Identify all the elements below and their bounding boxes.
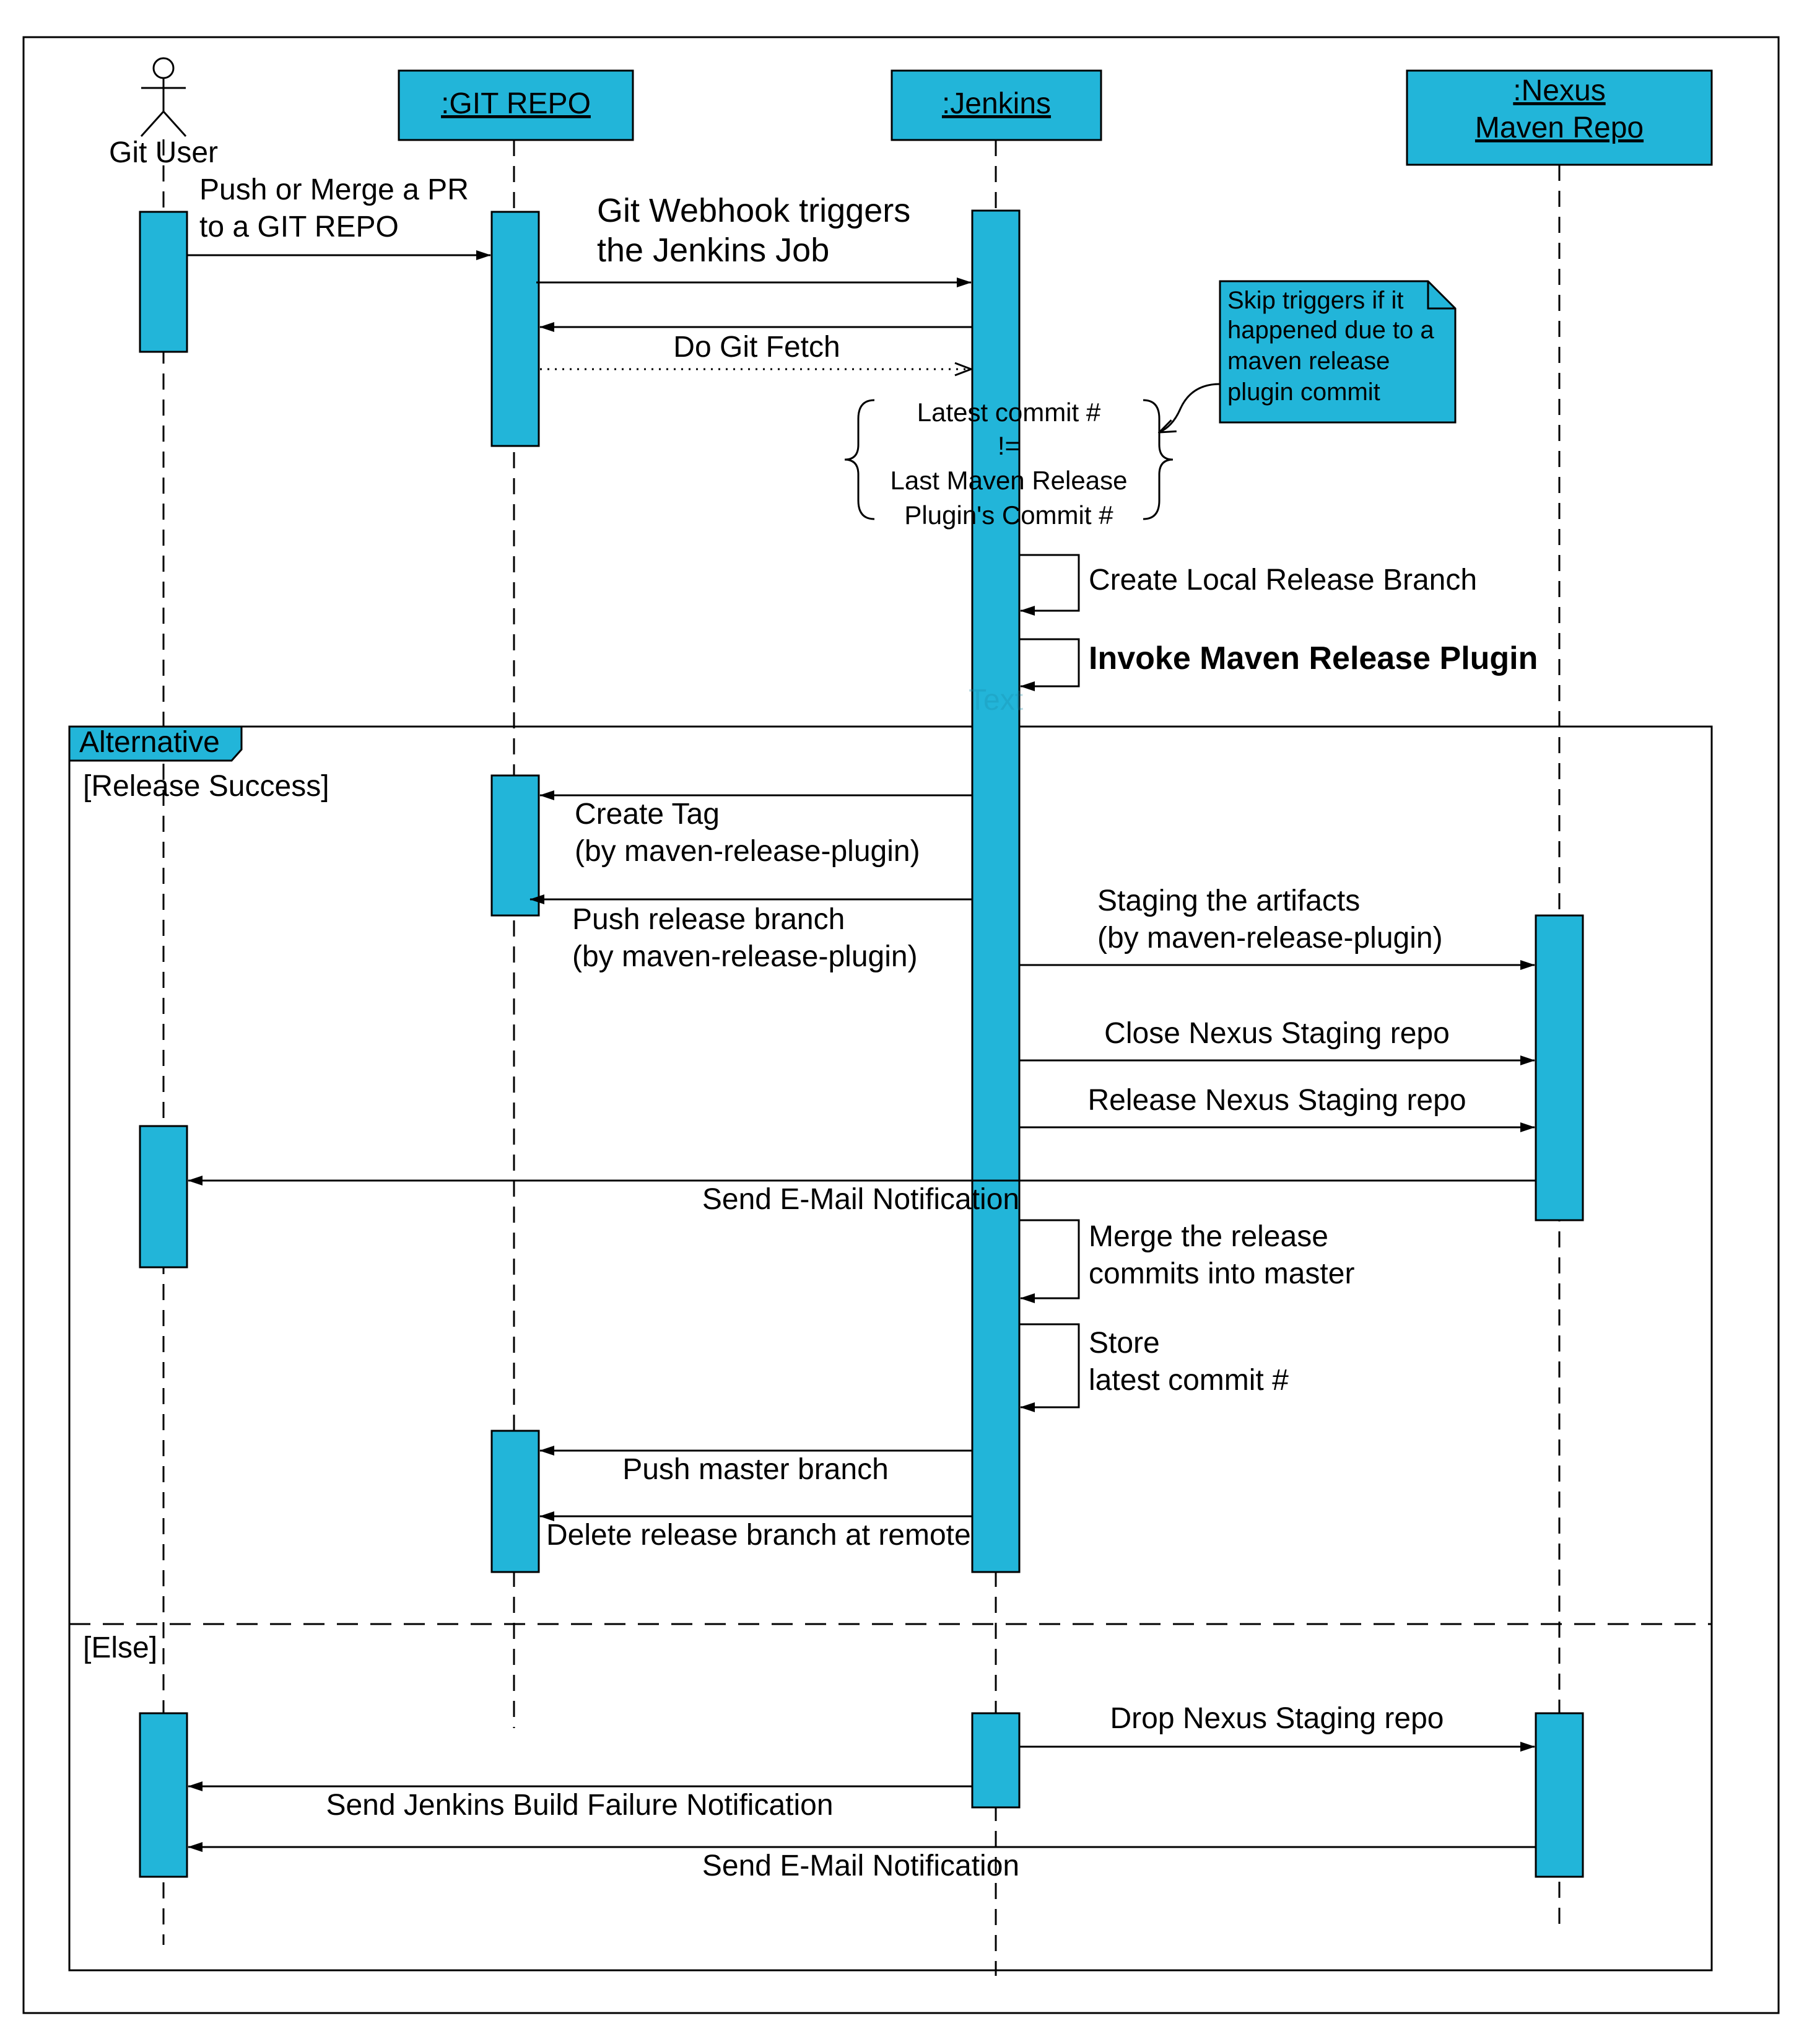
self-message-arrow (1019, 1323, 1080, 1412)
message-label-line1: Staging the artifacts (1097, 884, 1360, 917)
condition-line3: Last Maven Release (891, 466, 1128, 495)
message-label-line2: (by maven-release-plugin) (575, 835, 920, 868)
participant-title-line2: Maven Repo (1475, 111, 1644, 144)
alt-fragment-frame (68, 725, 1713, 1972)
message-create-tag: Create Tag (by maven-release-plugin) (539, 790, 972, 868)
message-label: Do Git Fetch (673, 331, 840, 364)
participant-title: :GIT REPO (441, 87, 591, 120)
message-label: Send E-Mail Notification (702, 1183, 1019, 1216)
guard-release-success: [Release Success] (83, 770, 329, 803)
participant-git-user[interactable]: Git User (109, 57, 218, 169)
message-push-master: Push master branch (539, 1446, 972, 1486)
condition-line1: Latest commit # (917, 398, 1101, 427)
message-merge-release: Merge the release commits into master (1019, 1219, 1354, 1303)
brace-right (1143, 399, 1174, 520)
message-build-failure: Send Jenkins Build Failure Notification (188, 1781, 972, 1822)
message-close-staging: Close Nexus Staging repo (1019, 1017, 1535, 1065)
note-line1: Skip triggers if it (1227, 287, 1404, 314)
message-release-staging: Release Nexus Staging repo (1019, 1084, 1535, 1132)
message-label-line1: Merge the release (1089, 1220, 1328, 1253)
condition-line2: != (998, 431, 1020, 460)
condition-line4: Plugin's Commit # (904, 500, 1113, 530)
message-email-else: Send E-Mail Notification (188, 1842, 1536, 1882)
message-label-line2: to a GIT REPO (199, 211, 399, 243)
activation-git-user-2 (139, 1125, 188, 1269)
message-label-line1: Create Tag (575, 798, 720, 831)
participant-box (1406, 69, 1713, 166)
brace-left (844, 399, 875, 520)
message-label: Create Local Release Branch (1089, 564, 1477, 596)
actor-label: Git User (109, 136, 218, 169)
message-label-line2: the Jenkins Job (597, 232, 829, 269)
participant-title: :Jenkins (942, 87, 1051, 120)
activation-git-repo-2 (490, 774, 540, 917)
message-label-line2: (by maven-release-plugin) (1097, 922, 1443, 954)
message-push-or-merge: Push or Merge a PR to a GIT REPO (187, 173, 491, 260)
message-label: Push master branch (622, 1453, 889, 1486)
alt-fragment: Alternative [Release Success] [Else] (68, 725, 1713, 1972)
activation-git-user-3 (139, 1712, 188, 1878)
activation-git-user-1 (139, 211, 188, 353)
stray-text-placeholder: Text (969, 684, 1023, 717)
message-delete-release-branch: Delete release branch at remote (539, 1511, 972, 1552)
note-fold (1427, 281, 1455, 310)
actor-head (152, 57, 175, 79)
diagram-frame (22, 36, 1780, 2014)
participant-title-line1: :Nexus (1513, 74, 1605, 107)
self-message-arrow (1019, 554, 1080, 616)
message-push-release-branch: Push release branch (by maven-release-pl… (529, 894, 972, 973)
message-staging-artifacts: Staging the artifacts (by maven-release-… (1019, 884, 1535, 970)
note-line3: maven release (1227, 347, 1390, 375)
actor-leg-right (162, 110, 187, 138)
message-create-local-branch: Create Local Release Branch (1019, 554, 1477, 616)
alt-fragment-label: Alternative (79, 726, 220, 759)
note-connector (1159, 383, 1221, 432)
self-message-arrow (1019, 1219, 1080, 1303)
message-label-line1: Push or Merge a PR (199, 173, 469, 206)
activation-jenkins-else (971, 1712, 1021, 1809)
message-label: Close Nexus Staging repo (1104, 1017, 1450, 1050)
alt-fragment-tab (68, 725, 243, 762)
participant-box (891, 69, 1102, 141)
message-invoke-release-plugin: Invoke Maven Release Plugin Text (969, 638, 1538, 717)
activation-nexus-1 (1535, 914, 1584, 1221)
note-line4: plugin commit (1227, 378, 1380, 406)
guard-else: [Else] (83, 1631, 157, 1664)
message-git-webhook: Git Webhook triggers the Jenkins Job (536, 192, 972, 287)
participant-box (398, 69, 634, 141)
note-shape (1219, 280, 1457, 424)
message-label-line2: (by maven-release-plugin) (572, 940, 918, 973)
participant-jenkins[interactable]: :Jenkins (891, 69, 1102, 141)
message-label: Release Nexus Staging repo (1087, 1084, 1466, 1117)
message-store-commit: Store latest commit # (1019, 1323, 1289, 1412)
message-label-line2: latest commit # (1089, 1364, 1289, 1397)
participant-git-repo[interactable]: :GIT REPO (398, 69, 634, 141)
note-skip-triggers: Skip triggers if it happened due to a ma… (1159, 280, 1457, 432)
activation-jenkins-main (971, 209, 1021, 1573)
message-label: Send E-Mail Notification (702, 1850, 1019, 1882)
message-label-line2: commits into master (1089, 1257, 1354, 1290)
activation-git-repo-3 (490, 1430, 540, 1573)
message-drop-staging: Drop Nexus Staging repo (1019, 1702, 1535, 1752)
activation-nexus-2 (1535, 1712, 1584, 1878)
message-label-line1: Git Webhook triggers (597, 192, 910, 229)
message-label: Invoke Maven Release Plugin (1089, 640, 1538, 676)
message-email-success: Send E-Mail Notification (188, 1176, 1536, 1216)
actor-leg-left (140, 110, 165, 138)
message-label: Delete release branch at remote (546, 1519, 971, 1552)
message-label: Drop Nexus Staging repo (1110, 1702, 1444, 1735)
message-do-git-fetch: Do Git Fetch (539, 322, 972, 369)
self-message-arrow (1019, 638, 1080, 691)
activation-git-repo-1 (490, 211, 540, 447)
note-line2: happened due to a (1227, 317, 1434, 344)
condition-commit-check: Latest commit # != Last Maven Release Pl… (844, 398, 1174, 530)
message-label: Send Jenkins Build Failure Notification (326, 1789, 833, 1822)
participant-nexus[interactable]: :Nexus Maven Repo (1406, 69, 1713, 166)
message-label-line1: Push release branch (572, 903, 845, 936)
message-label-line1: Store (1089, 1327, 1160, 1360)
